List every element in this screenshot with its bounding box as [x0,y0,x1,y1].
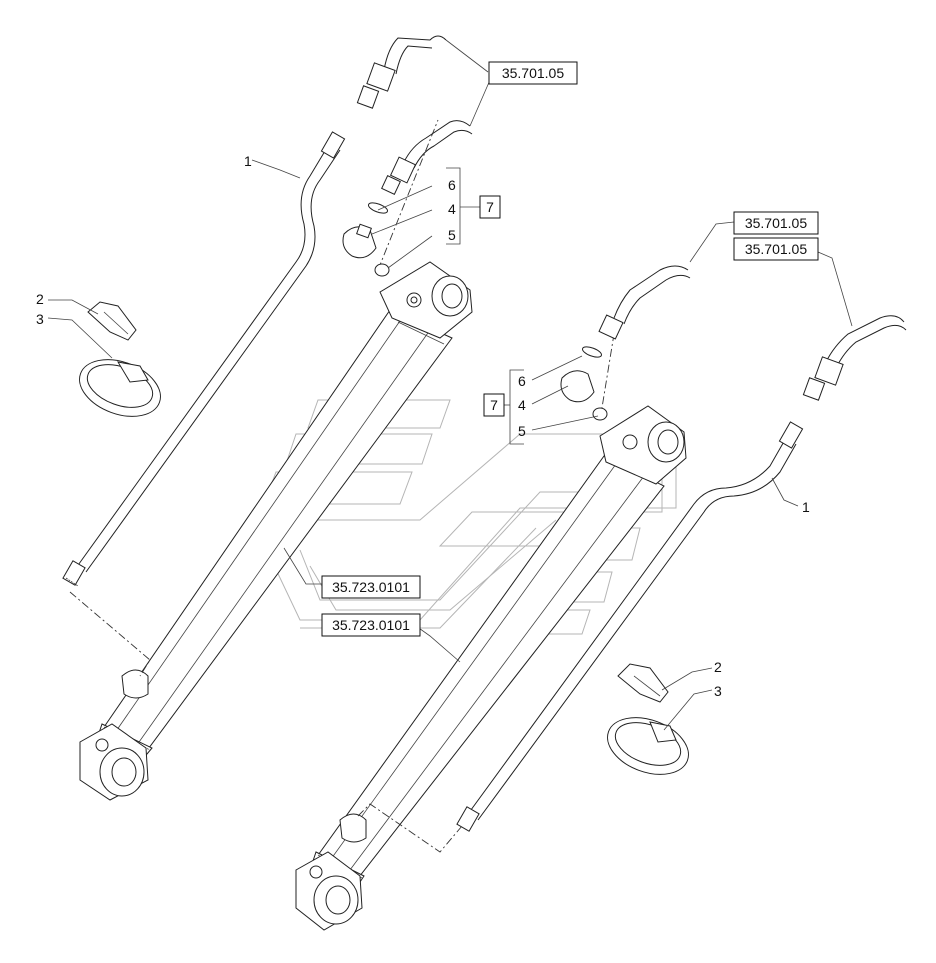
right-item-3: 3 [714,683,722,699]
left-item-2: 2 [36,291,44,307]
ref-box-35-701-05-right-lower[interactable]: 35.701.05 [733,237,819,261]
ref-label: 35.701.05 [502,65,564,81]
ref-label: 35.723.0101 [332,617,410,633]
left-item-6: 6 [448,177,456,193]
right-hydraulic-cylinder [295,333,687,931]
right-hydraulic-tube [456,421,804,832]
ref-box-35-723-0101-lower[interactable]: 35.723.0101 [321,613,421,637]
left-item-1: 1 [244,153,252,169]
left-hydraulic-tube [62,131,346,587]
leader-lines [47,39,853,731]
group-box-7-left[interactable]: 7 [479,195,501,219]
right-item-4: 4 [518,397,526,413]
right-item-1: 1 [802,499,810,515]
left-item-3: 3 [36,311,44,327]
right-fittings [560,346,608,421]
group-label: 7 [490,397,498,413]
left-item-5: 5 [448,227,456,243]
right-hoses [598,265,907,401]
group-label: 7 [486,199,494,215]
item-numbers: 1 2 3 6 4 5 6 4 5 1 2 3 [36,153,810,699]
ref-box-35-701-05-top[interactable]: 35.701.05 [488,61,578,85]
right-clamp-parts [607,663,689,775]
ref-box-35-701-05-right-upper[interactable]: 35.701.05 [733,211,819,235]
left-clamp-parts [79,301,161,417]
left-hydraulic-cylinder [69,119,473,801]
ref-box-35-723-0101-upper[interactable]: 35.723.0101 [321,575,421,599]
ref-label: 35.701.05 [745,215,807,231]
left-item-4: 4 [448,201,456,217]
right-item-6: 6 [518,373,526,389]
reference-callouts: 35.701.05 35.701.05 35.701.05 35.723.010… [321,61,819,637]
left-hoses [356,35,473,195]
ref-label: 35.701.05 [745,241,807,257]
ref-label: 35.723.0101 [332,579,410,595]
right-item-2: 2 [714,659,722,675]
left-fittings [342,202,390,277]
group-box-7-right[interactable]: 7 [483,393,505,417]
right-item-5: 5 [518,423,526,439]
